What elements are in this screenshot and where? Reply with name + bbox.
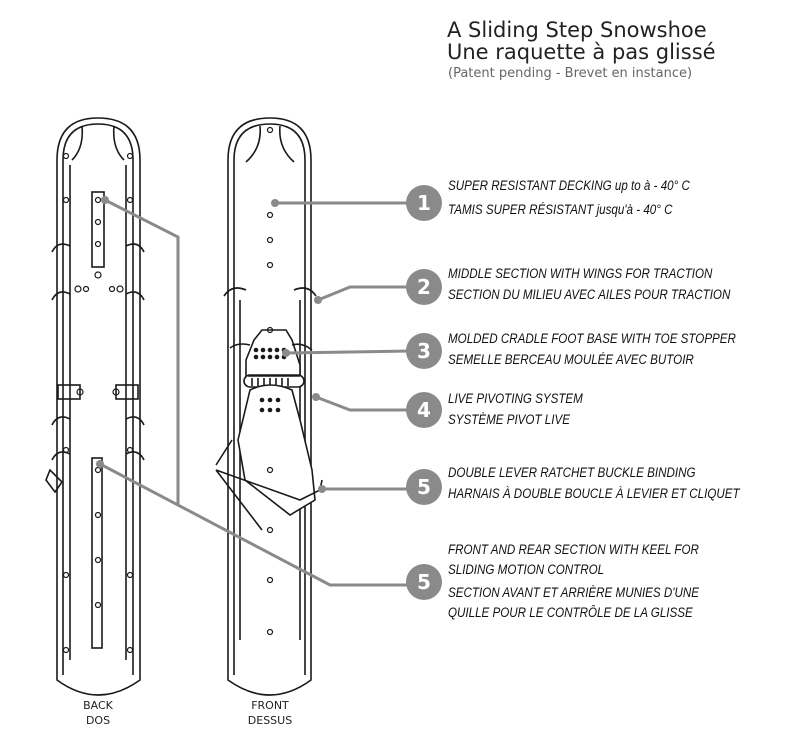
dos-label: DOS (85, 714, 111, 727)
front-view-caption: FRONT DESSUS (230, 698, 310, 728)
callout-number: 5 (417, 475, 431, 499)
callout-4-fr: SYSTÈME PIVOT LIVE (448, 412, 570, 427)
callout-1-en: SUPER RESISTANT DECKING up to à - 40° C (448, 178, 690, 193)
subtitle: (Patent pending - Brevet en instance) (448, 66, 693, 81)
callout-1-fr: TAMIS SUPER RÉSISTANT jusqu'à - 40° C (448, 202, 673, 217)
callout-2-en: MIDDLE SECTION WITH WINGS FOR TRACTION (448, 266, 713, 281)
dessus-label: DESSUS (247, 714, 293, 727)
leader-lines (99, 198, 411, 587)
back-snowshoe (45, 117, 145, 696)
front-label: FRONT (251, 699, 289, 712)
callout-2-fr: SECTION DU MILIEU AVEC AILES POUR TRACTI… (448, 287, 731, 302)
callout-4-en: LIVE PIVOTING SYSTEM (448, 391, 583, 406)
callout-6-en-1: FRONT AND REAR SECTION WITH KEEL FOR (448, 542, 699, 557)
callout-badge-2 (406, 269, 442, 305)
callout-number: 5 (417, 570, 431, 594)
callout-number: 1 (417, 191, 431, 215)
title-english: A Sliding Step Snowshoe (447, 18, 707, 42)
callout-5-en: DOUBLE LEVER RATCHET BUCKLE BINDING (448, 465, 696, 480)
callout-badges (406, 185, 442, 600)
callout-3-en: MOLDED CRADLE FOOT BASE WITH TOE STOPPER (448, 331, 736, 346)
callout-badge-4 (406, 392, 442, 428)
callout-6-fr-2: QUILLE POUR LE CONTRÔLE DE LA GLISSE (448, 605, 693, 620)
callout-number: 2 (417, 275, 431, 299)
callout-badge-5 (406, 469, 442, 505)
front-snowshoe (215, 117, 323, 696)
title-french: Une raquette à pas glissé (447, 40, 716, 64)
callout-6-fr-1: SECTION AVANT ET ARRIÈRE MUNIES D'UNE (448, 585, 700, 600)
callout-3-fr: SEMELLE BERCEAU MOULÉE AVEC BUTOIR (448, 352, 694, 367)
callout-6-en-2: SLIDING MOTION CONTROL (448, 562, 605, 577)
callout-number: 4 (417, 398, 431, 422)
back-view-caption: BACK DOS (58, 698, 138, 728)
callout-badge-3 (406, 333, 442, 369)
back-label: BACK (83, 699, 113, 712)
callout-5-fr: HARNAIS À DOUBLE BOUCLE À LEVIER ET CLIQ… (448, 486, 740, 501)
callout-badge-1 (406, 185, 442, 221)
callout-number: 3 (417, 339, 431, 363)
callout-badge-5b (406, 564, 442, 600)
